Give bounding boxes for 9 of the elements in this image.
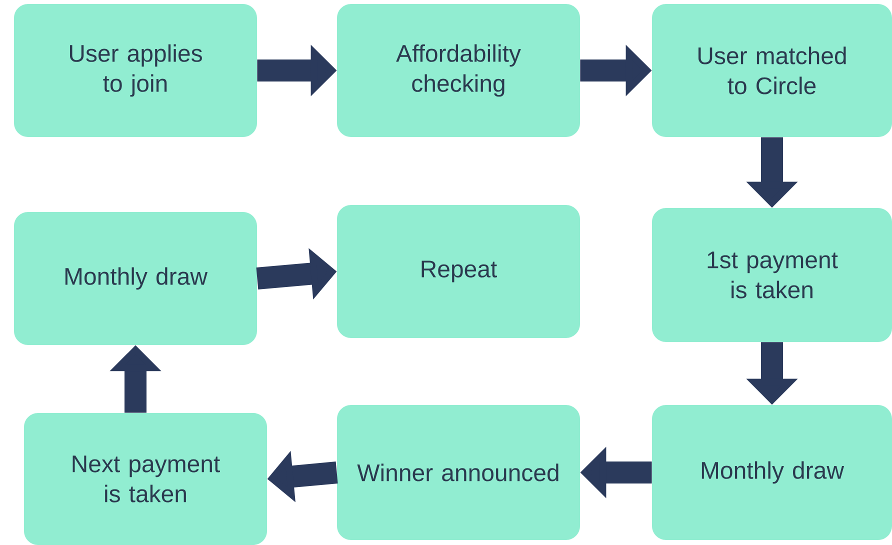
process-box: Next payment is taken [24, 412, 267, 545]
process-box: User applies to join [14, 4, 257, 137]
process-box: User matched to Circle [652, 4, 892, 137]
process-box: Winner announced [337, 404, 580, 540]
process-box: Monthly draw [652, 404, 892, 540]
process-box: Monthly draw [14, 212, 257, 345]
process-box: Repeat [337, 205, 580, 338]
process-box: Affordability checking [337, 4, 580, 137]
process-box: 1st payment is taken [652, 208, 892, 342]
